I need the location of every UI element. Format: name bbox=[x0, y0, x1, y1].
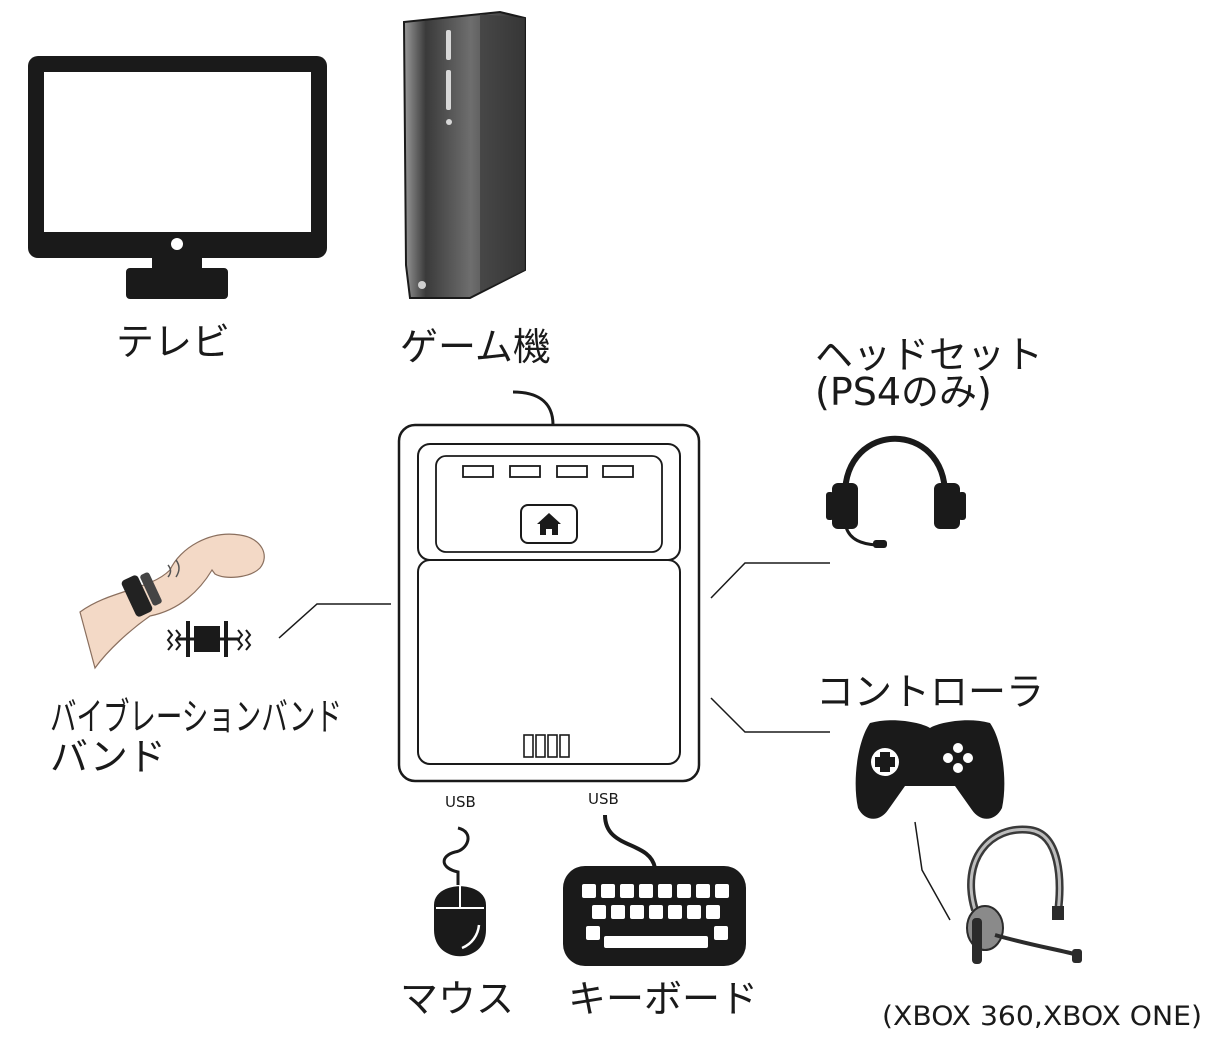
mouse-icon bbox=[434, 828, 486, 956]
xbox-note: (XBOX 360,XBOX ONE) bbox=[882, 1001, 1202, 1032]
headset-connector bbox=[711, 563, 830, 598]
keyboard-key bbox=[611, 905, 625, 919]
keyboard-icon bbox=[563, 815, 746, 966]
converter-adapter-icon bbox=[399, 425, 699, 781]
keyboard-key bbox=[687, 905, 701, 919]
monitor-icon bbox=[28, 56, 327, 299]
controller-connector bbox=[711, 698, 830, 732]
keyboard-key bbox=[620, 884, 634, 898]
home-icon bbox=[521, 505, 577, 543]
keyboard-key bbox=[601, 884, 615, 898]
headset-label-line2: (PS4のみ) bbox=[815, 370, 992, 414]
keyboard-key bbox=[668, 905, 682, 919]
band-label-line2: バンド bbox=[50, 735, 166, 779]
keyboard-key bbox=[696, 884, 710, 898]
keyboard-key bbox=[658, 884, 672, 898]
keyboard-key bbox=[715, 884, 729, 898]
band-connector bbox=[279, 604, 391, 638]
keyboard-key bbox=[706, 905, 720, 919]
tv-label: テレビ bbox=[116, 320, 230, 364]
controller-label: コントローラ bbox=[816, 670, 1044, 714]
chat-headset-icon bbox=[967, 830, 1082, 964]
keyboard-key bbox=[582, 884, 596, 898]
keyboard-key bbox=[677, 884, 691, 898]
keyboard-key bbox=[630, 905, 644, 919]
keyboard-key bbox=[714, 926, 728, 940]
keyboard-key bbox=[592, 905, 606, 919]
console-cable bbox=[513, 392, 553, 425]
keyboard-key bbox=[586, 926, 600, 940]
headset-icon bbox=[826, 439, 966, 548]
chat-headset-connector bbox=[915, 822, 950, 920]
gamepad-icon bbox=[856, 720, 1005, 819]
usb-label-keyboard: USB bbox=[588, 790, 619, 808]
vibration-band-icon bbox=[80, 534, 264, 668]
console-label: ゲーム機 bbox=[400, 325, 551, 369]
mouse-label: マウス bbox=[400, 977, 514, 1021]
usb-label-mouse: USB bbox=[445, 793, 476, 811]
band-label-line1: バイブレーションバンド bbox=[50, 695, 342, 739]
keyboard-key bbox=[639, 884, 653, 898]
keyboard-key bbox=[649, 905, 663, 919]
game-console-icon bbox=[404, 12, 525, 298]
keyboard-label: キーボード bbox=[568, 977, 758, 1021]
